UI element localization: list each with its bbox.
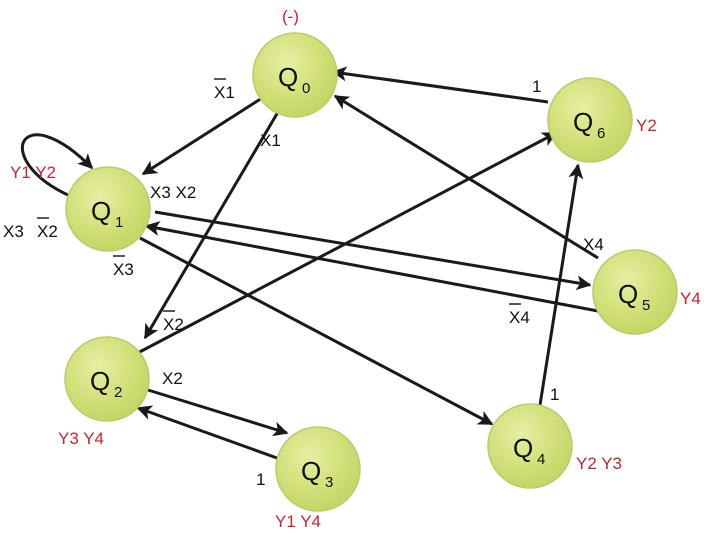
node-q6[interactable]: Q 6 <box>547 77 633 163</box>
edge-q4-q6 <box>538 163 584 406</box>
edges <box>20 66 599 460</box>
edge-label-q4-q6: 1 <box>550 385 559 404</box>
edge-q2-q3 <box>147 388 289 437</box>
state-name: Q <box>618 279 638 309</box>
output-label-q2: Y3 Y4 <box>58 429 104 448</box>
state-index: 0 <box>302 80 310 97</box>
state-circle <box>592 249 678 335</box>
node-q5[interactable]: Q 5 <box>592 249 678 335</box>
node-q4[interactable]: Q 4 <box>487 403 573 489</box>
output-label-q6: Y2 <box>636 116 657 135</box>
node-q1[interactable]: Q 1 <box>65 166 151 252</box>
edge-label-q3-q2: 1 <box>256 470 265 489</box>
edge-label-part: X2 <box>37 222 58 241</box>
state-circle <box>275 426 361 512</box>
edge-label-q6-q0: 1 <box>532 77 541 96</box>
edge-label-q1-q1: X3 X2 <box>3 217 58 241</box>
output-label-q3: Y1 Y4 <box>275 512 321 531</box>
state-index: 2 <box>114 384 122 401</box>
output-label-q4: Y2 Y3 <box>576 454 622 473</box>
state-index: 1 <box>115 214 123 231</box>
edge-q0-q2 <box>143 111 280 340</box>
state-index: 3 <box>325 474 333 491</box>
node-q2[interactable]: Q 2 <box>64 336 150 422</box>
edge-label-q2-q3: X2 <box>162 369 183 388</box>
node-q0[interactable]: Q 0 <box>252 32 338 118</box>
edge-q5-q1 <box>144 221 599 313</box>
state-circle <box>487 403 573 489</box>
edge-label-text: X3 <box>113 260 134 279</box>
state-index: 6 <box>597 125 605 142</box>
edge-q6-q0 <box>331 66 549 104</box>
node-q3[interactable]: Q 3 <box>275 426 361 512</box>
edge-label-q1-q4: X3 <box>113 255 134 279</box>
transition-labels: X1 X1 X3 X2 X3 X2 X3 X2 X2 1 1 X4 X4 1 <box>3 77 604 489</box>
state-circle <box>252 32 338 118</box>
state-name: Q <box>278 62 298 92</box>
state-name: Q <box>91 196 111 226</box>
edge-q1-q4 <box>139 236 494 426</box>
edge-q5-q0 <box>333 94 599 260</box>
state-name: Q <box>573 107 593 137</box>
edge-q0-q1 <box>141 96 263 176</box>
edge-label-part: X3 <box>3 222 24 241</box>
edge-q3-q2 <box>136 405 278 460</box>
state-name: Q <box>301 456 321 486</box>
edge-q2-q6 <box>131 131 558 358</box>
edge-label-q5-q1: X4 <box>509 303 530 327</box>
edge-label-q5-q0: X4 <box>583 235 604 254</box>
output-label-q0: (-) <box>282 7 299 26</box>
edge-label-text: X4 <box>509 308 530 327</box>
edge-label-text: X2 <box>163 315 184 334</box>
state-circle <box>547 77 633 163</box>
edge-label-q2-q6: X2 <box>163 310 184 334</box>
edge-label-text: X1 <box>214 83 235 102</box>
edge-label-q0-q2: X1 <box>260 131 281 150</box>
state-circle <box>64 336 150 422</box>
edge-label-q1-q5: X3 X2 <box>150 183 196 202</box>
state-index: 5 <box>642 297 650 314</box>
state-index: 4 <box>537 451 545 468</box>
state-circle <box>65 166 151 252</box>
edge-label-q0-q1: X1 <box>214 78 235 102</box>
state-name: Q <box>90 366 110 396</box>
output-label-q5: Y4 <box>680 289 701 308</box>
edge-q1-q1-loop <box>20 133 94 198</box>
edge-q1-q5 <box>154 210 592 291</box>
output-labels: (-) Y1 Y2 Y3 Y4 Y1 Y4 Y2 Y3 Y4 Y2 <box>10 7 701 531</box>
output-label-q1: Y1 Y2 <box>10 163 56 182</box>
state-name: Q <box>513 433 533 463</box>
